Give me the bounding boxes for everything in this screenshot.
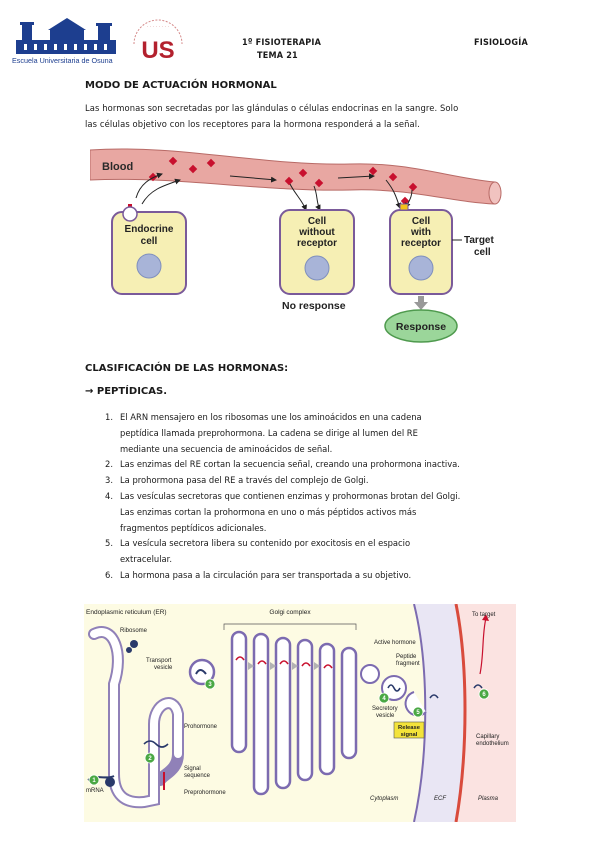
intro-line: Las hormonas son secretadas por las glán…	[85, 103, 459, 113]
svg-text:ECF: ECF	[434, 796, 446, 802]
ecf-band	[414, 604, 465, 822]
svg-text:Plasma: Plasma	[478, 796, 499, 802]
svg-text:1: 1	[92, 778, 96, 784]
svg-text:Endocrine: Endocrine	[125, 224, 174, 235]
svg-text:5: 5	[416, 710, 420, 716]
section-title-mode: MODO DE ACTUACIÓN HORMONAL	[85, 80, 277, 91]
svg-text:6: 6	[482, 692, 486, 698]
peptide-synthesis-diagram: Endoplasmic reticulum (ER) Ribosome Tran…	[84, 604, 516, 822]
university-seal-icon: · · · · · · · · US	[133, 19, 183, 64]
subsection-peptidicas: → PEPTÍDICAS.	[85, 386, 167, 397]
list-item: 2. Las enzimas del RE cortan la secuenci…	[105, 459, 460, 470]
school-building-icon	[16, 18, 116, 54]
svg-text:Preprohormone: Preprohormone	[184, 790, 226, 796]
svg-text:Active hormone: Active hormone	[374, 640, 416, 646]
nucleus	[304, 255, 330, 281]
svg-text:Capillary: Capillary	[476, 734, 499, 740]
list-item: 6. La hormona pasa a la circulación para…	[105, 569, 412, 580]
svg-text:Ribosome: Ribosome	[120, 628, 148, 634]
university-seal: · · · · · · · · US	[128, 14, 188, 66]
ribosome	[130, 640, 138, 648]
svg-text:3: 3	[208, 682, 212, 688]
cell-with-receptor	[389, 209, 453, 295]
intro-line: las células objetivo con los receptores …	[85, 119, 420, 129]
intro-paragraph: Las hormonas son secretadas por las glán…	[85, 100, 535, 132]
svg-text:· · · · · · · ·: · · · · · · · ·	[146, 24, 169, 30]
svg-text:without: without	[298, 227, 335, 238]
svg-text:Cell: Cell	[308, 216, 327, 227]
svg-text:Target: Target	[464, 235, 494, 246]
endocrine-cell	[111, 211, 187, 295]
section-title-classification: CLASIFICACIÓN DE LAS HORMONAS:	[85, 363, 289, 374]
hormone-action-diagram: Blood Endocrine cell Cell without recept…	[90, 148, 502, 343]
golgi-label: Golgi complex	[269, 609, 311, 616]
svg-text:US: US	[141, 37, 174, 64]
list-item: 4. Las vesículas secretoras que contiene…	[105, 490, 461, 533]
svg-text:4: 4	[382, 696, 386, 702]
svg-text:Cytoplasm: Cytoplasm	[370, 796, 398, 802]
golgi-complex	[230, 630, 358, 796]
plasma-region	[456, 604, 516, 822]
course-line2: TEMA 21	[257, 51, 298, 61]
list-item: 3. La prohormona pasa del RE a través de…	[105, 475, 369, 486]
list-item: 5. La vesícula secretora libera su conte…	[105, 538, 411, 565]
svg-text:Peptide: Peptide	[396, 654, 417, 660]
svg-text:Transport: Transport	[146, 658, 172, 664]
svg-text:Signal: Signal	[184, 766, 201, 772]
cell-without-receptor	[279, 209, 355, 295]
school-name: Escuela Universitaria de Osuna	[12, 56, 113, 65]
svg-text:2: 2	[148, 756, 152, 762]
no-response-label: No response	[282, 300, 346, 312]
svg-text:vesicle: vesicle	[154, 665, 173, 671]
response-oval	[384, 309, 458, 343]
svg-text:cell: cell	[141, 236, 158, 247]
svg-text:endothelium: endothelium	[476, 741, 509, 747]
svg-text:Endoplasmic reticulum (ER): Endoplasmic reticulum (ER)	[86, 609, 167, 616]
svg-text:Prohormone: Prohormone	[184, 724, 218, 730]
svg-text:cell: cell	[474, 247, 491, 258]
nucleus	[408, 255, 434, 281]
steps-list: 1. El ARN mensajero en los ribosomas une…	[105, 410, 545, 584]
svg-text:fragment: fragment	[396, 661, 420, 667]
course-line1: 1º FISIOTERAPIA	[242, 38, 322, 48]
svg-text:receptor: receptor	[401, 238, 441, 249]
svg-text:signal: signal	[401, 732, 418, 738]
release-signal-box	[393, 721, 425, 739]
svg-text:To target: To target	[472, 612, 496, 618]
response-label: Response	[396, 321, 446, 333]
svg-text:Release: Release	[398, 725, 421, 731]
list-item: 1. El ARN mensajero en los ribosomas une…	[105, 412, 422, 454]
svg-text:receptor: receptor	[297, 238, 337, 249]
receptor	[399, 203, 409, 211]
svg-text:mRNA: mRNA	[86, 788, 104, 794]
school-logo: Escuela Universitaria de Osuna	[12, 10, 122, 68]
subject-name: FISIOLOGÍA	[474, 38, 528, 48]
svg-text:Secretory: Secretory	[372, 706, 398, 712]
blood-label: Blood	[102, 161, 133, 173]
svg-text:with: with	[410, 227, 431, 238]
nucleus	[136, 253, 162, 279]
svg-text:sequence: sequence	[184, 773, 211, 779]
svg-text:vesicle: vesicle	[376, 713, 395, 719]
svg-text:Cell: Cell	[412, 216, 431, 227]
transport-vesicle	[188, 658, 216, 686]
